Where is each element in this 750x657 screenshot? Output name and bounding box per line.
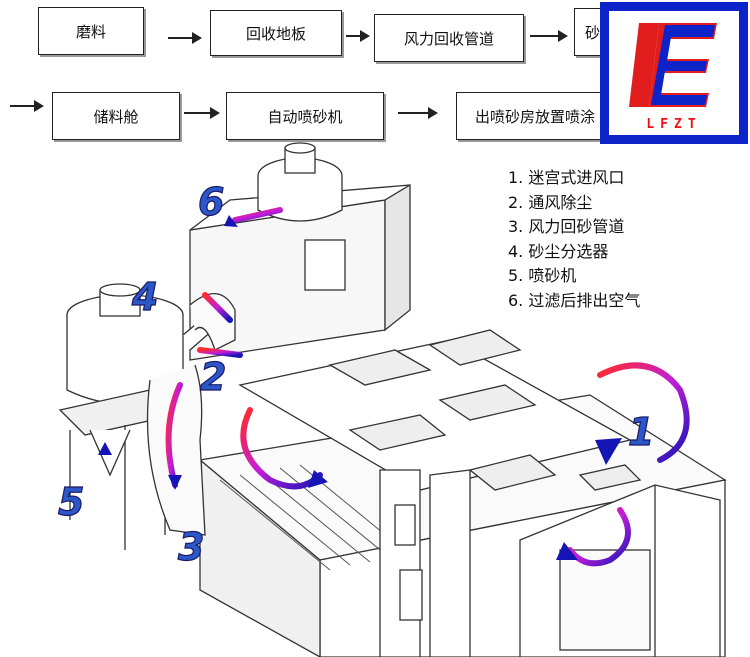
flow-box-abrasive: 磨料 xyxy=(38,7,144,55)
flow-arrow xyxy=(168,32,202,44)
callout-1: 1 xyxy=(628,410,654,454)
legend-item: 3. 风力回砂管道 xyxy=(508,217,625,236)
flow-box-recovery-floor: 回收地板 xyxy=(210,10,342,56)
legend: 1. 迷宫式进风口 2. 通风除尘 3. 风力回砂管道 4. 砂尘分选器 5. … xyxy=(508,166,640,313)
flow-box-wind-pipe: 风力回收管道 xyxy=(374,14,524,62)
callout-2: 2 xyxy=(200,355,226,399)
callout-3: 3 xyxy=(178,525,204,569)
legend-item: 5. 喷砂机 xyxy=(508,266,577,285)
flow-arrow xyxy=(346,30,370,42)
flow-box-exit-spray: 出喷砂房放置喷涂 xyxy=(456,92,606,140)
flow-arrow xyxy=(398,107,438,119)
logo-mark xyxy=(629,23,717,107)
legend-item: 6. 过滤后排出空气 xyxy=(508,290,641,310)
callout-5: 5 xyxy=(58,480,84,524)
legend-item: 2. 通风除尘 xyxy=(508,192,593,212)
logo-letters: LFZT xyxy=(646,117,702,132)
legend-item: 1. 迷宫式进风口 xyxy=(508,168,625,187)
company-logo: LFZT xyxy=(600,2,748,144)
sandblast-room-illustration: 1 2 3 4 5 6 xyxy=(57,142,727,657)
flow-arrow xyxy=(530,30,568,42)
flow-arrow xyxy=(10,100,44,112)
legend-item: 4. 砂尘分选器 xyxy=(508,241,609,261)
flow-box-storage: 储料舱 xyxy=(52,92,180,140)
flow-box-auto-blaster: 自动喷砂机 xyxy=(226,92,384,140)
callout-4: 4 xyxy=(131,275,158,319)
callout-6: 6 xyxy=(198,180,224,224)
flow-arrow xyxy=(184,107,220,119)
